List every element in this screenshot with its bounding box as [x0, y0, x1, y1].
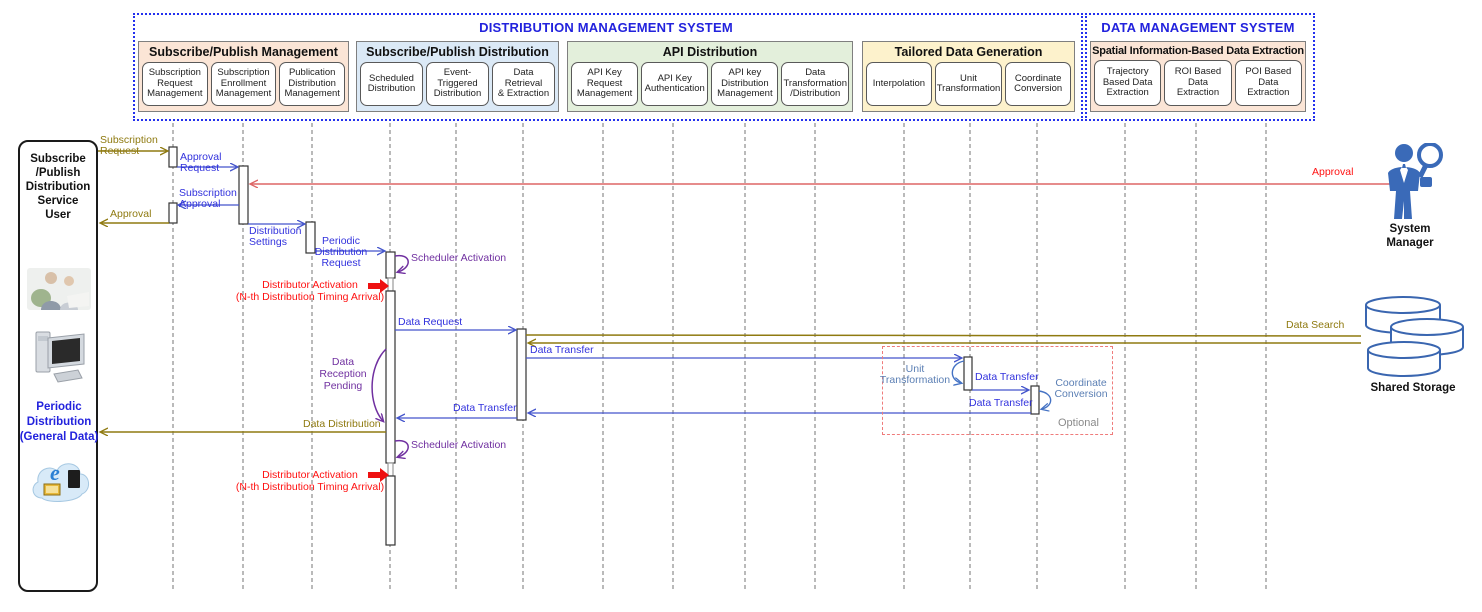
shared-storage-label: Shared Storage	[1352, 381, 1474, 395]
module-interpolation: Interpolation	[866, 62, 932, 106]
label-periodic-distribution-request: Periodic Distribution Request	[300, 236, 382, 269]
group-title: Subscribe/Publish Distribution	[357, 42, 558, 59]
label-scheduler-activation-1: Scheduler Activation	[411, 253, 506, 264]
module-coordinate-conversion: Coordinate Conversion	[1005, 62, 1071, 106]
group-title: Tailored Data Generation	[863, 42, 1074, 59]
periodic-distribution-label: Periodic Distribution (General Data)	[16, 400, 102, 445]
group-spatial-extraction: Spatial Information-Based Data Extractio…	[1090, 41, 1306, 112]
group-subscribe-publish-distribution: Subscribe/Publish Distribution Scheduled…	[356, 41, 559, 112]
module-api-key-distribution-management: API key Distribution Management	[711, 62, 778, 106]
group-subscribe-publish-management: Subscribe/Publish Management Subscriptio…	[138, 41, 349, 112]
module-subscription-enrollment-management: Subscription Enrollment Management	[211, 62, 277, 106]
people-photo-icon	[27, 268, 91, 310]
label-scheduler-activation-2: Scheduler Activation	[411, 440, 506, 451]
label-distributor-activation-2: Distributor Activation (N-th Distributio…	[230, 469, 390, 493]
label-distribution-settings: Distribution Settings	[249, 226, 302, 248]
label-data-transfer-1: Data Transfer	[530, 345, 594, 356]
label-unit-transformation: Unit Transformation	[870, 364, 960, 386]
module-unit-transformation: Unit Transformation	[935, 62, 1003, 106]
group-api-distribution: API Distribution API Key Request Managem…	[567, 41, 853, 112]
group-title: Spatial Information-Based Data Extractio…	[1091, 42, 1305, 57]
service-user-label: Subscribe /Publish Distribution Service …	[20, 152, 96, 222]
module-api-key-authentication: API Key Authentication	[641, 62, 708, 106]
label-data-request: Data Request	[398, 317, 462, 328]
data-ms-title: DATA MANAGEMENT SYSTEM	[1085, 20, 1311, 35]
group-title: API Distribution	[568, 42, 852, 59]
label-data-reception-pending: Data Reception Pending	[315, 356, 371, 392]
arrow-data-search-out	[526, 335, 1361, 336]
label-data-transfer-3: Data Transfer	[969, 398, 1033, 409]
arrow-data-reception-pending	[372, 349, 386, 421]
label-coordinate-conversion: Coordinate Conversion	[1046, 378, 1116, 400]
label-data-transfer-2: Data Transfer	[975, 372, 1039, 383]
module-roi-based-extraction: ROI Based Data Extraction	[1164, 60, 1231, 106]
dms-title: DISTRIBUTION MANAGEMENT SYSTEM	[133, 20, 1079, 35]
arrow-scheduler-loop-2	[395, 441, 408, 457]
module-api-key-request-management: API Key Request Management	[571, 62, 638, 106]
module-event-triggered-distribution: Event- Triggered Distribution	[426, 62, 489, 106]
module-scheduled-distribution: Scheduled Distribution	[360, 62, 423, 106]
module-data-transformation-distribution: Data Transformation /Distribution	[781, 62, 849, 106]
label-optional: Optional	[1058, 418, 1099, 429]
group-tailored-data-generation: Tailored Data Generation Interpolation U…	[862, 41, 1075, 112]
label-distributor-activation-1: Distributor Activation (N-th Distributio…	[230, 279, 390, 303]
group-title: Subscribe/Publish Management	[139, 42, 348, 59]
module-data-retrieval-extraction: Data Retrieval & Extraction	[492, 62, 555, 106]
label-data-distribution: Data Distribution	[303, 419, 381, 430]
label-subscription-request: Subscription Request	[100, 135, 158, 157]
arrow-scheduler-loop-1	[395, 256, 408, 272]
module-poi-based-extraction: POI Based Data Extraction	[1235, 60, 1302, 106]
module-publication-distribution-management: Publication Distribution Management	[279, 62, 345, 106]
module-subscription-request-management: Subscription Request Management	[142, 62, 208, 106]
label-data-search: Data Search	[1286, 320, 1344, 331]
label-subscription-approval: Subscription Approval	[179, 188, 237, 210]
label-approval-red: Approval	[1312, 167, 1353, 178]
system-manager-icon	[1374, 143, 1446, 219]
cloud-service-icon: e	[28, 454, 92, 508]
computer-icon	[34, 326, 88, 384]
label-approval-request: Approval Request	[180, 152, 221, 174]
module-trajectory-based-extraction: Trajectory Based Data Extraction	[1094, 60, 1161, 106]
cloud-e-glyph: e	[50, 460, 60, 485]
label-approval-olive: Approval	[110, 209, 151, 220]
label-data-transfer-4: Data Transfer	[453, 403, 517, 414]
shared-storage-icon	[1360, 292, 1468, 378]
actor-service-user: Subscribe /Publish Distribution Service …	[18, 140, 98, 592]
system-manager-label: System Manager	[1368, 222, 1452, 250]
